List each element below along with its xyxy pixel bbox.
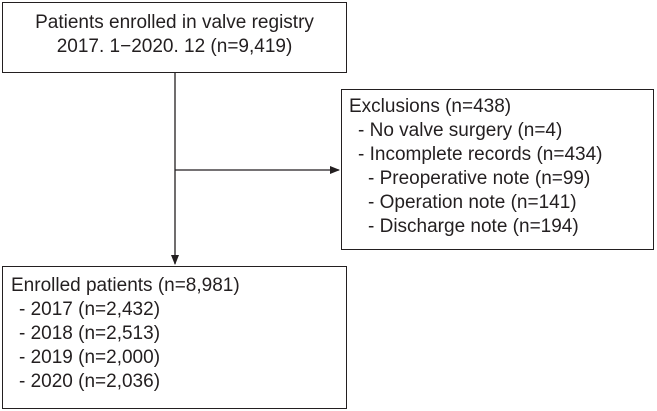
enrolled-title: Enrolled patients (n=8,981) [11,275,240,296]
enrolled-year-item: - 2019 (n=2,000) [19,347,161,368]
enrolled-box: Enrolled patients (n=8,981) - 2017 (n=2,… [2,266,347,409]
exclusion-subitem: - Preoperative note (n=99) [368,168,591,189]
registry-box: Patients enrolled in valve registry 2017… [2,2,347,73]
exclusions-box: Exclusions (n=438) - No valve surgery (n… [341,89,654,250]
exclusions-title: Exclusions (n=438) [349,96,512,117]
enrolled-year-item: - 2017 (n=2,432) [19,299,161,320]
enrolled-year-item: - 2020 (n=2,036) [19,371,161,392]
registry-period: 2017. 1−2020. 12 (n=9,419) [56,36,293,57]
exclusion-subitem: - Operation note (n=141) [368,192,577,213]
exclusion-item: - No valve surgery (n=4) [358,120,563,141]
registry-title: Patients enrolled in valve registry [35,12,314,33]
exclusion-subitem: - Discharge note (n=194) [368,216,579,237]
enrolled-year-item: - 2018 (n=2,513) [19,323,161,344]
exclusion-item: - Incomplete records (n=434) [358,144,603,165]
